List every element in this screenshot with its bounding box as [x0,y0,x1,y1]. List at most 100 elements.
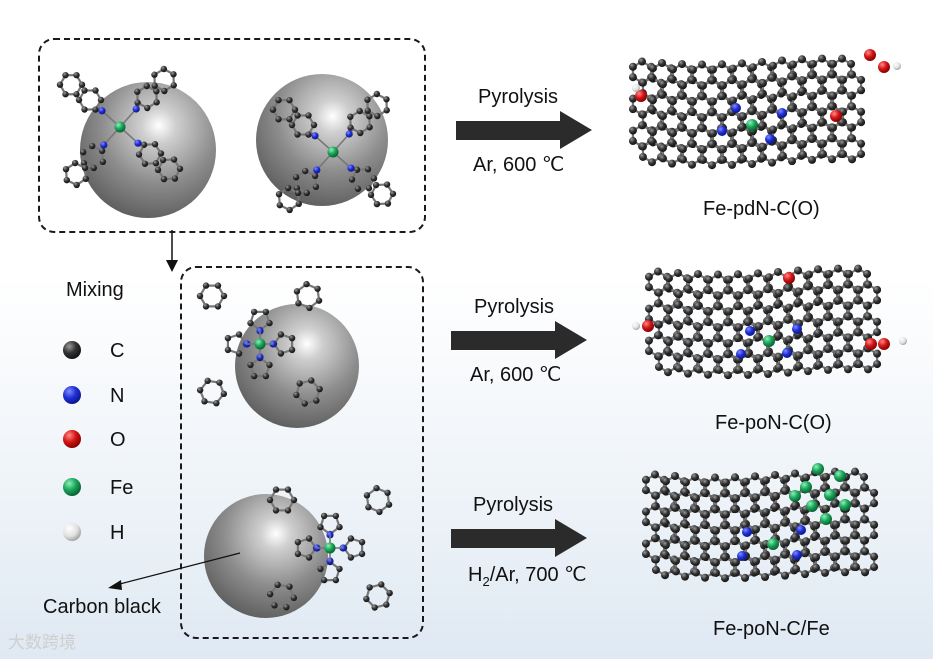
atom-c [652,524,660,532]
atom-c [704,286,712,294]
atom-c [873,328,881,336]
atom-c [701,489,709,497]
atom-c [712,559,720,567]
atom-c [782,539,790,547]
atom-c [765,305,773,313]
atom-c [715,356,723,364]
step1-condition: Ar, 600 ℃ [473,152,564,177]
atom-c [844,365,852,373]
atom-c [835,286,843,294]
atom-c [821,569,829,577]
atom-n [792,550,802,560]
atom-c [689,66,697,74]
atom-c [819,150,827,158]
atom-c [805,302,813,310]
atom-c [754,333,762,341]
atom-c [731,505,739,513]
atom-c [681,573,689,581]
atom-c [702,543,710,551]
atom-c [841,515,849,523]
step3-condition: H2/Ar, 700 ℃ [468,562,587,589]
atom-c [712,527,720,535]
atom-c [848,103,856,111]
atom-fe [806,500,818,512]
atom-c [870,563,878,571]
atom-c [709,66,717,74]
atom-c [699,114,707,122]
atom-c [792,565,800,573]
atom-c [819,140,827,148]
atom-c [814,265,822,273]
atom-c [722,542,730,550]
atom-c [864,313,872,321]
atom-c [698,61,706,69]
atom-c [782,507,790,515]
legend-atom-fe [63,478,81,496]
atom-c [695,355,703,363]
atom-n [745,326,755,336]
atom-c [652,492,660,500]
atom-c [732,526,740,534]
atom-c [745,275,753,283]
atom-c [711,505,719,513]
atom-c [764,317,772,325]
atom-c [808,71,816,79]
atom-c [855,286,863,294]
atom-c [648,137,656,145]
atom-c [844,344,852,352]
atom-c [873,286,881,294]
atom-o [864,49,876,61]
atom-c [681,488,689,496]
atom-c [744,286,752,294]
atom-c [784,369,792,377]
atom-c [719,81,727,89]
atom-c [689,98,697,106]
atom-c [669,97,677,105]
atom-c [771,471,779,479]
atom-c [752,557,760,565]
atom-c [775,353,783,361]
atom-c [857,140,865,148]
atom-c [828,71,836,79]
atom-fe [800,481,812,493]
legend-atom-h [63,523,81,541]
atom-c [638,58,646,66]
legend-label-n: N [110,385,124,408]
atom-n [717,126,727,136]
atom-c [651,502,659,510]
atom-c [761,552,769,560]
atom-c [665,306,673,314]
atom-c [778,88,786,96]
atom-c [772,492,780,500]
atom-c [684,285,692,293]
atom-c [668,75,676,83]
atom-c [735,323,743,331]
legend-label-c: C [110,340,124,363]
atom-c [873,350,881,358]
atom-o [642,320,654,332]
atom-c [734,270,742,278]
atom-c [822,537,830,545]
atom-c [870,531,878,539]
atom-c [722,479,730,487]
atom-c [642,508,650,516]
atom-c [739,112,747,120]
mixing-label: Mixing [66,279,124,302]
atom-c [834,297,842,305]
atom-c [699,156,707,164]
atom-c [804,282,812,290]
atom-c [729,65,737,73]
atom-c [709,97,717,105]
atom-c [791,501,799,509]
atom-c [857,150,865,158]
atom-c [812,564,820,572]
atom-c [735,366,743,374]
atom-c [863,270,871,278]
atom-c [752,525,760,533]
atom-c [795,288,803,296]
atom-c [835,318,843,326]
atom-c [725,307,733,315]
atom-c [768,106,776,114]
atom-c [775,363,783,371]
atom-c [721,489,729,497]
